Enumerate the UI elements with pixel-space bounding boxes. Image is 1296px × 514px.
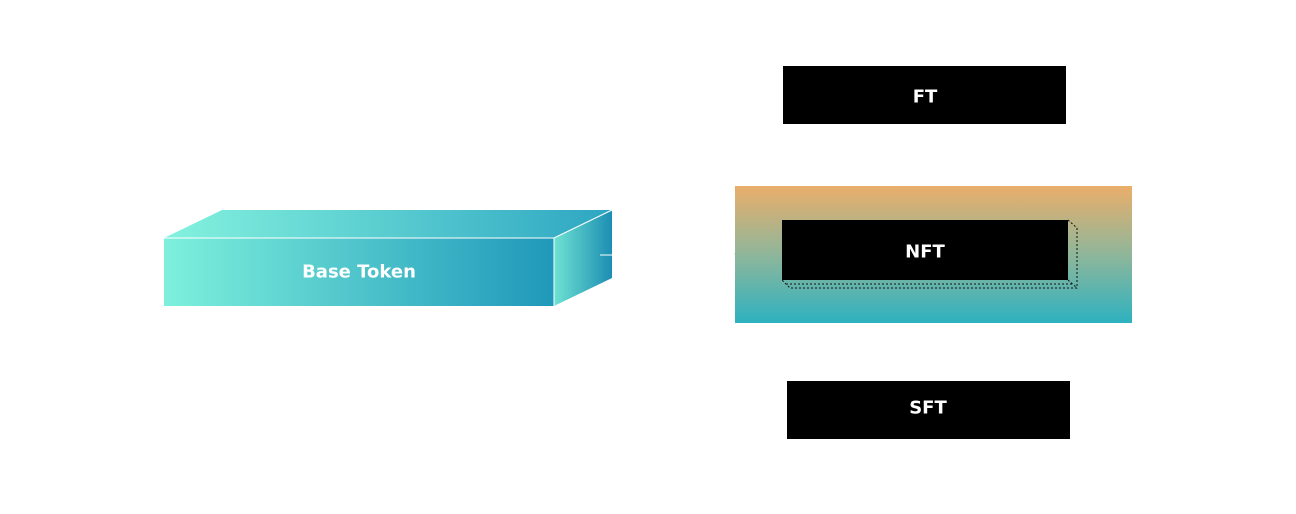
base-token-label: Base Token xyxy=(302,262,416,283)
base-token-top-face xyxy=(164,210,612,238)
nft-node: NFT xyxy=(735,186,1132,323)
base-token-edge xyxy=(553,209,613,239)
nft-box xyxy=(782,220,1068,280)
sft-label: SFT xyxy=(909,398,947,419)
sft-node: SFT xyxy=(787,381,1070,439)
base-token-front-face xyxy=(164,238,554,306)
base-token-side-face xyxy=(554,210,612,306)
ft-box xyxy=(783,66,1066,124)
nft-label: NFT xyxy=(905,242,945,263)
ft-label: FT xyxy=(913,87,938,108)
ft-node: FT xyxy=(783,66,1066,124)
base-token-block: Base Token xyxy=(164,209,613,306)
sft-box xyxy=(787,381,1070,439)
